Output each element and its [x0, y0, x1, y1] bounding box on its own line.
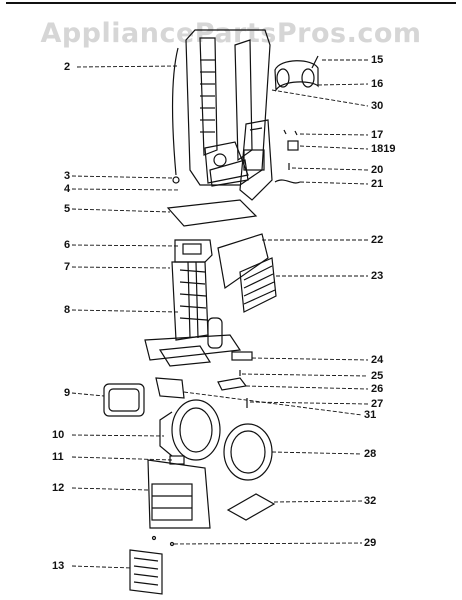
callout-21: 21 — [371, 178, 384, 190]
callout-2: 2 — [64, 61, 71, 73]
callout-9: 9 — [64, 387, 71, 399]
callout-31: 31 — [364, 409, 377, 421]
gasket-plate-part — [166, 199, 258, 227]
screw-15 — [311, 55, 319, 69]
part-24 — [231, 351, 253, 361]
callout-15: 15 — [371, 54, 384, 66]
callout-17: 17 — [371, 129, 384, 141]
callout-1819: 1819 — [371, 143, 396, 155]
belt-part — [103, 383, 145, 417]
callout-27: 27 — [371, 398, 384, 410]
callout-8: 8 — [64, 304, 71, 316]
upper-handle-part — [185, 29, 271, 187]
watermark-text: AppliancePartsPros.com — [40, 18, 422, 49]
callout-32: 32 — [364, 495, 377, 507]
callout-20: 20 — [371, 164, 384, 176]
motor-part — [159, 399, 221, 465]
callout-25: 25 — [371, 370, 384, 382]
latch-housing-part — [239, 119, 273, 201]
cord-part — [171, 47, 179, 176]
callout-26: 26 — [371, 383, 384, 395]
callout-28: 28 — [364, 448, 377, 460]
cord-hooks-part — [274, 60, 319, 92]
cord-clip-part — [172, 176, 180, 184]
callout-13: 13 — [52, 560, 65, 572]
callout-16: 16 — [371, 78, 384, 90]
callout-11: 11 — [52, 451, 64, 463]
callout-6: 6 — [64, 239, 71, 251]
screw-29b — [169, 541, 175, 547]
bracket-part — [155, 377, 185, 399]
screw-29a — [151, 535, 157, 541]
exhaust-grille-part — [129, 549, 163, 595]
callout-22: 22 — [371, 234, 384, 246]
callout-29: 29 — [364, 537, 377, 549]
callout-7: 7 — [64, 261, 71, 273]
housing-part — [147, 459, 211, 529]
lower-body-part — [144, 239, 242, 367]
callout-5: 5 — [64, 203, 71, 215]
filter-pad-part — [226, 493, 276, 521]
callout-10: 10 — [52, 429, 65, 441]
callout-4: 4 — [64, 183, 71, 195]
callout-12: 12 — [52, 482, 65, 494]
callout-3: 3 — [64, 170, 71, 182]
callout-23: 23 — [371, 270, 384, 282]
grill-part — [239, 257, 277, 313]
top-rule — [6, 2, 456, 4]
filter-part — [217, 233, 269, 290]
part-26 — [217, 377, 248, 391]
leader-lines — [71, 59, 369, 569]
callout-24: 24 — [371, 354, 384, 366]
callout-30: 30 — [371, 100, 384, 112]
